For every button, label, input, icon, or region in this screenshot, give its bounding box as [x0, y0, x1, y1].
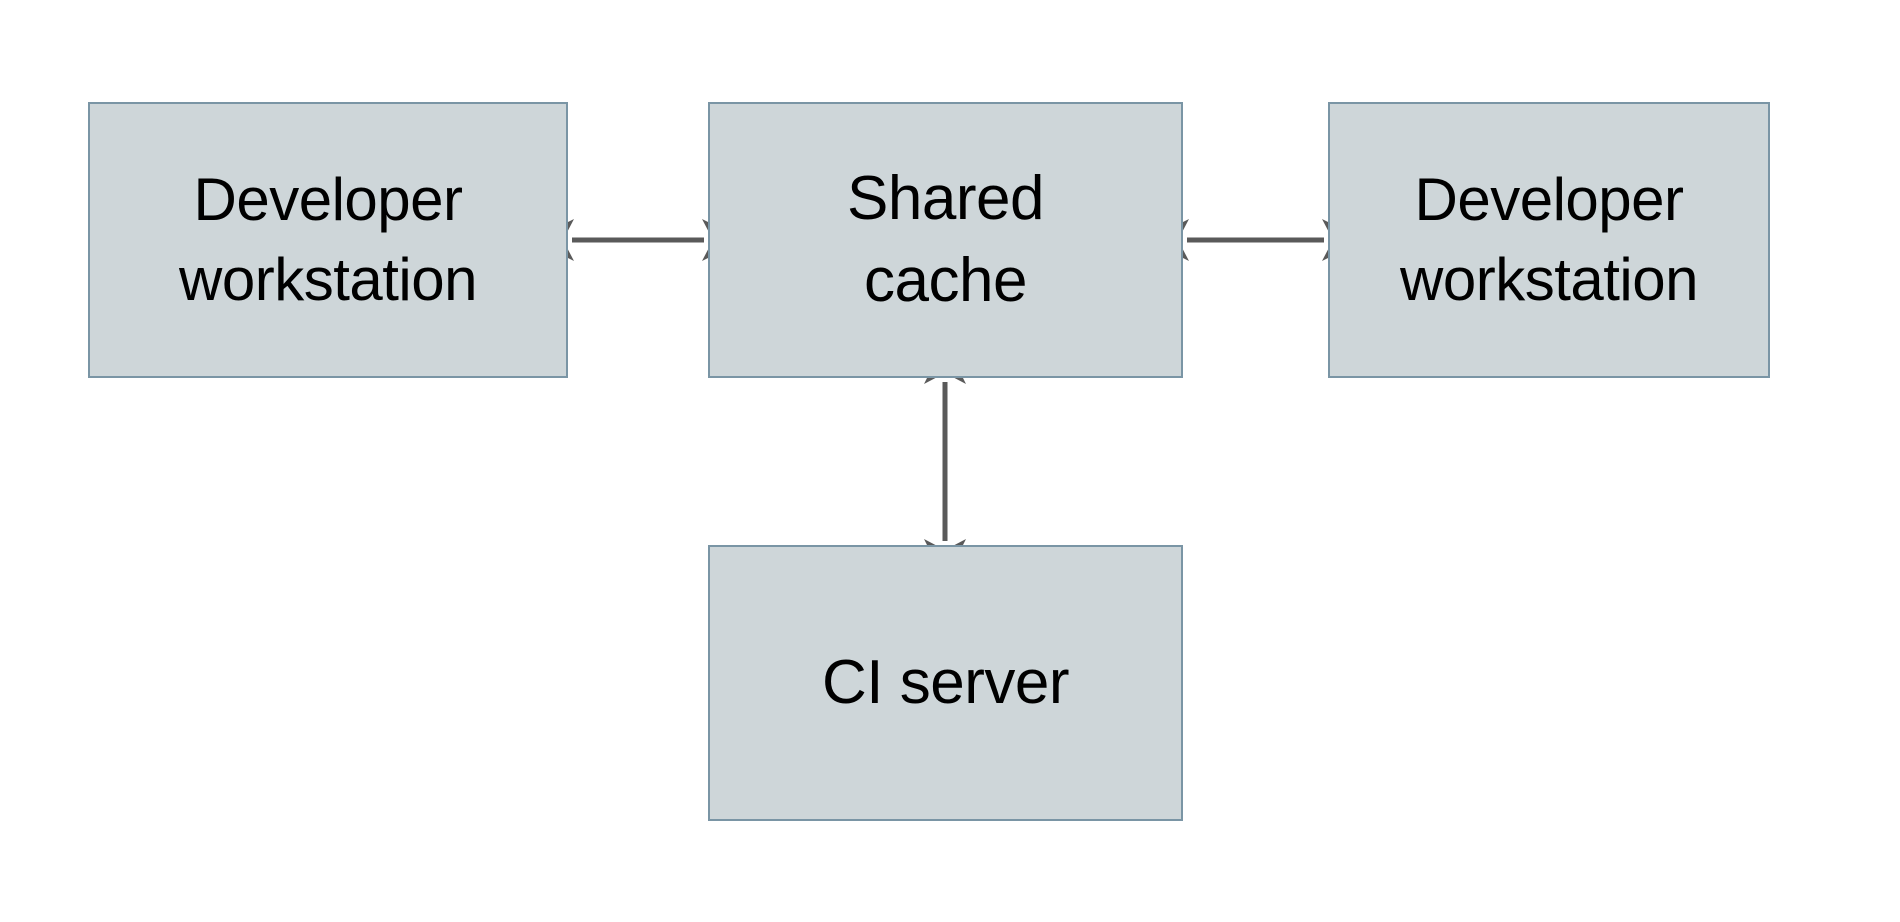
- node-ci-server[interactable]: CI server: [708, 545, 1183, 821]
- node-developer-workstation-left[interactable]: Developer workstation: [88, 102, 568, 378]
- node-label: Developer workstation: [1400, 166, 1698, 313]
- node-label: Developer workstation: [179, 166, 477, 313]
- node-shared-cache[interactable]: Shared cache: [708, 102, 1183, 378]
- node-label: CI server: [822, 647, 1069, 717]
- node-label: Shared cache: [847, 163, 1044, 315]
- node-developer-workstation-right[interactable]: Developer workstation: [1328, 102, 1770, 378]
